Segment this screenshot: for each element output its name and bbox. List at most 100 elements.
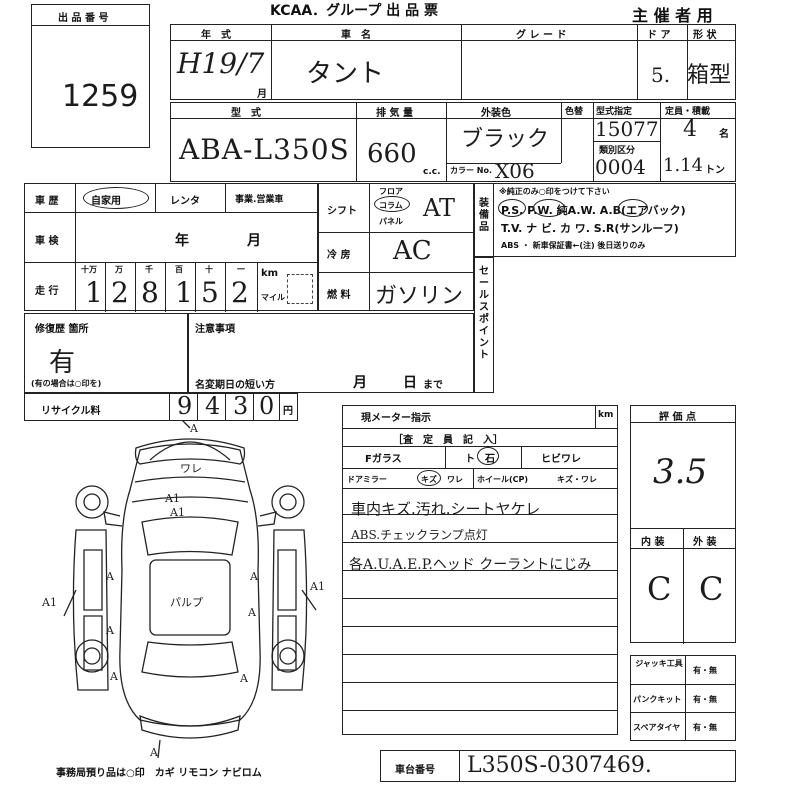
capacity-unit: 名 (719, 129, 729, 140)
to-label: ト (465, 454, 475, 465)
history-option-rental: レンタ (170, 196, 200, 207)
inspection-label: 車 検 (35, 236, 59, 247)
shift-option-panel: パネル (379, 217, 403, 226)
mile-checkbox[interactable] (287, 274, 313, 304)
mark-a-left-rear: A (105, 624, 115, 637)
wheel-label: ホイール(CP) (477, 475, 529, 484)
puncture-value: 有・無 (693, 695, 717, 704)
remark-line-2: 各A.U.A.E.P.ヘッド クーラントにじみ (349, 557, 592, 573)
chassis-value: L350S-0307469. (467, 753, 652, 778)
spare-label: スペアタイヤ (633, 723, 681, 732)
equipment-label: 装備品 (479, 198, 489, 233)
crack-label: ヒビワレ (541, 454, 581, 465)
model-value: ABA-L350S (179, 133, 350, 166)
row2-table: 型 式 排 気 量 外装色 色替 型式指定 類別区分 定員・積載 ABA-L35… (170, 102, 736, 183)
spare-value: 有・無 (693, 723, 717, 732)
mileage-unit-1: 万 (115, 265, 123, 274)
month-suffix: 月 (257, 89, 267, 100)
history-table: 車 歴 自家用 レンタ 事業.営業車 車 検 年 月 走 行 十万 万 千 百 … (24, 183, 318, 312)
mileage-digit-1: 2 (111, 276, 129, 309)
doors-label: ド ア (647, 30, 671, 41)
shift-option-floor: フロア (379, 187, 403, 196)
mark-a-rear-right: A (239, 672, 249, 685)
wheel-rear-right (271, 639, 305, 673)
notes-box: 注意事項 名変期日の短い方 月 日 まで (188, 313, 474, 393)
tools-box: ジャッキ工具 有・無 パンクキット 有・無 スペアタイヤ 有・無 (630, 655, 736, 741)
car-rear-bumper (139, 714, 241, 739)
equipment-line3: ABS ・ 新車保証書←(注) 後日送りのみ (501, 241, 646, 250)
puncture-label: パンクキット (633, 695, 682, 704)
inspection-month: 月 (247, 233, 261, 249)
ac-label: 冷 房 (327, 250, 351, 261)
exterior-value: C (699, 570, 724, 608)
repair-value: 有 (49, 348, 76, 378)
jack-label: ジャッキ工具 (635, 659, 683, 668)
car-windshield (141, 516, 239, 556)
car-roof (149, 559, 231, 636)
notes-month: 月 (353, 375, 367, 391)
mile-label: マイル (261, 293, 285, 302)
load-unit: トン (705, 165, 725, 176)
displacement-value: 660 (367, 139, 417, 169)
km-label: km (261, 268, 279, 279)
repair-label: 修復歴 箇所 (35, 324, 89, 335)
sales-point-label: セールスポイント (479, 266, 489, 361)
remark-line-0: 車内キズ.汚れ.シートヤケレ (351, 500, 541, 518)
recycle-digit-3: 0 (259, 392, 275, 420)
interior-value: C (647, 570, 672, 608)
notes-until: まで (423, 380, 443, 391)
mileage-label: 走 行 (35, 286, 59, 297)
history-label: 車 歴 (35, 196, 59, 207)
color-code-label: 色替 (565, 107, 584, 117)
sales-point-box: セールスポイント (474, 257, 494, 393)
repair-note: (有の場合は○印を) (31, 379, 102, 388)
mileage-unit-3: 百 (175, 265, 183, 274)
exterior-label: 外 装 (693, 537, 717, 548)
car-name-label: 車 名 (341, 30, 371, 41)
shape-label: 形 状 (693, 30, 717, 41)
specs-table: シフト フロア コラム パネル AT 冷 房 AC 燃 料 ガソリン (318, 183, 474, 311)
mileage-digit-5: 2 (231, 276, 249, 309)
inspection-year: 年 (175, 233, 189, 249)
mileage-unit-0: 十万 (81, 265, 97, 274)
recycle-box: リサイクル料 9 4 3 0 円 (24, 392, 298, 421)
mark-ware: ワレ (180, 462, 202, 475)
mark-a-rear-left: A (109, 670, 119, 683)
wheel-front-left (75, 485, 109, 519)
capacity-label: 定員・積載 (665, 107, 711, 117)
wheel-rear-left (75, 639, 109, 673)
capacity-value: 4 (683, 117, 697, 142)
color-no-label: カラー No. (450, 166, 493, 175)
shift-value: AT (423, 194, 456, 222)
recycle-digit-0: 9 (177, 392, 193, 420)
mark-a1-hood: A1 (169, 506, 185, 519)
color-no-value: X06 (495, 159, 535, 183)
short-period-label: 名変期日の短い方 (195, 380, 275, 391)
grade-label: グ レ ー ド (516, 30, 567, 41)
car-front-bumper (134, 438, 246, 465)
mirror-ware: ワレ (447, 475, 463, 484)
interior-label: 内 装 (641, 537, 665, 548)
equipment-line1: P.S. P.W. 純A.W. A.B(エアバック) (501, 204, 686, 217)
recycle-digit-2: 3 (233, 392, 249, 420)
car-rear-window (141, 641, 239, 678)
ac-value: AC (393, 236, 432, 266)
scratch-circle (417, 470, 441, 486)
mark-a-right-rear: A (247, 606, 257, 619)
year-value: H19/7 (177, 47, 265, 80)
year-label: 年 式 (201, 30, 231, 41)
recycle-digit-1: 4 (205, 392, 221, 420)
car-damage-diagram: ワレ A1 A1 A1 A1 A A A A A パルプ A A A (41, 420, 325, 759)
mileage-unit-5: 一 (237, 265, 245, 274)
model-label: 型 式 (231, 108, 261, 119)
mark-pulp-roof: パルプ (170, 596, 203, 609)
recycle-label: リサイクル料 (41, 406, 101, 417)
repair-box: 修復歴 箇所 有 (有の場合は○印を) (24, 313, 188, 393)
mileage-unit-2: 千 (145, 265, 153, 274)
evaluation-box: 評 価 点 3.5 内 装 外 装 C C (630, 405, 736, 644)
mileage-unit-4: 十 (205, 265, 213, 274)
mark-a-left-door: A (105, 570, 115, 583)
lot-number-label: 出 品 番 号 (58, 13, 109, 24)
equipment-note: ※純正のみ○印をつけて下さい (499, 187, 610, 196)
mark-a-top: A (189, 422, 199, 435)
